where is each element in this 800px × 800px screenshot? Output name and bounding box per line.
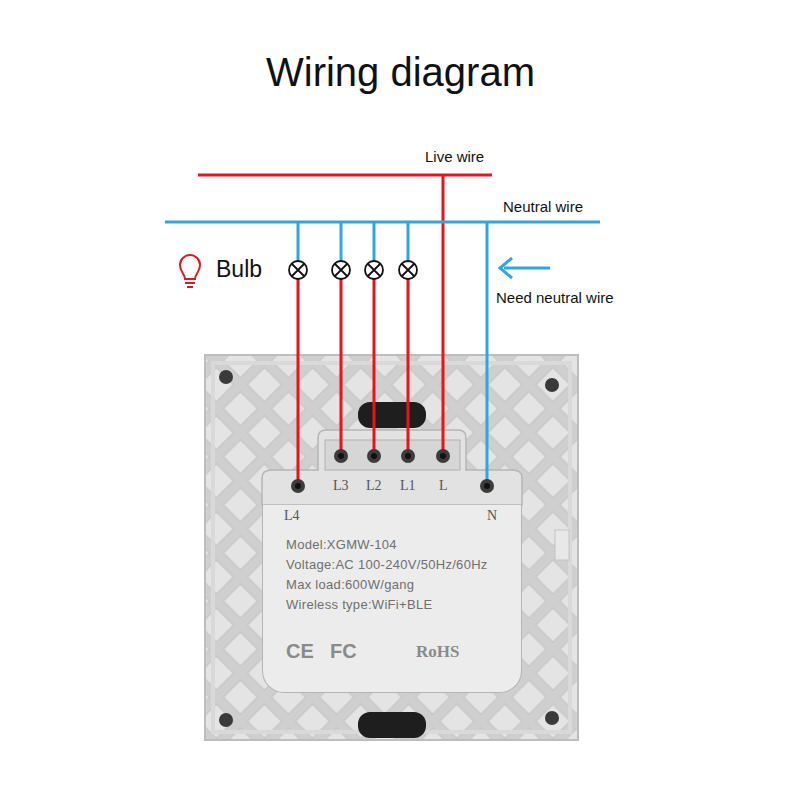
terminal-label: L2: [366, 478, 382, 494]
neutral-drop: [486, 222, 489, 486]
live-drop: [442, 175, 445, 456]
pointer-arrowhead: [500, 258, 512, 278]
diagram-title: Wiring diagram: [266, 50, 535, 95]
spec-text: Wireless type:WiFi+BLE: [286, 595, 509, 615]
live-bus: [198, 174, 492, 177]
lamp-branch: [298, 222, 408, 486]
bulb-label: Bulb: [216, 256, 262, 282]
terminal-block: [325, 440, 460, 470]
switch-module: Model:XGMW-104Voltage:AC 100-240V/50Hz/6…: [262, 505, 522, 693]
terminal-label: L3: [333, 478, 349, 494]
terminal-label: L: [439, 478, 448, 494]
spec-text: Max load:600W/gang: [286, 575, 509, 595]
mount-slot: [358, 712, 426, 738]
screw-hole: [545, 378, 559, 392]
cert-mark: FC: [330, 640, 357, 663]
spec-text: Model:XGMW-104: [286, 535, 509, 555]
terminal-label: L4: [284, 508, 300, 524]
screw-hole: [545, 711, 559, 725]
lamp-symbol: [289, 261, 417, 279]
screw-hole: [219, 370, 233, 384]
terminal-label: N: [487, 508, 497, 524]
spec-text: Voltage:AC 100-240V/50Hz/60Hz: [286, 555, 509, 575]
terminal-housing: [262, 430, 522, 505]
terminal-screw: [291, 449, 494, 493]
plate-frame: [213, 363, 570, 732]
back-plate: [205, 355, 578, 740]
bulb-icon: [180, 255, 200, 287]
note-label: Need neutral wire: [496, 289, 614, 306]
terminal-label: L1: [400, 478, 416, 494]
wire-label: Neutral wire: [503, 198, 583, 215]
pointer-arrow: [504, 267, 550, 270]
screw-hole: [219, 713, 233, 727]
neutral-bus: [165, 221, 600, 224]
mount-slot: [358, 402, 426, 428]
cert-mark: RoHS: [416, 642, 459, 662]
cert-mark: CE: [286, 640, 314, 663]
latch: [555, 530, 569, 560]
wire-label: Live wire: [425, 148, 484, 165]
